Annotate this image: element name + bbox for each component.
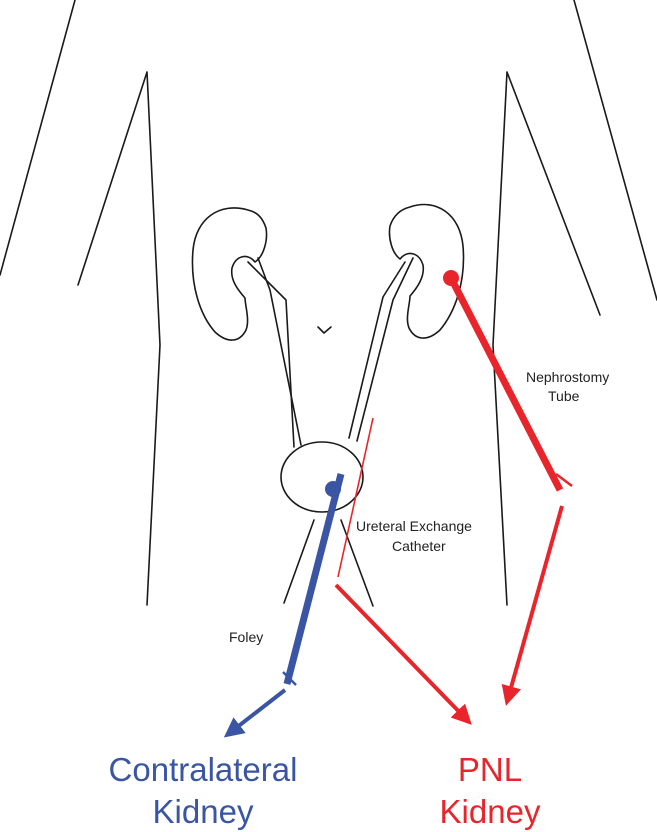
navel-mark bbox=[317, 326, 332, 334]
left-ureter-inner bbox=[356, 257, 414, 442]
urethra-left-line bbox=[283, 519, 315, 604]
ureteral-exchange-catheter-line bbox=[337, 417, 374, 578]
right-ureter-outer bbox=[247, 261, 295, 448]
right-kidney-shape bbox=[191, 207, 268, 341]
left-kidney-shape bbox=[388, 203, 465, 339]
nephrostomy-connector bbox=[555, 473, 573, 487]
nephrostomy-label-line1: Nephrostomy bbox=[526, 369, 609, 385]
nephrostomy-label-line2: Tube bbox=[548, 388, 580, 404]
foley-drain-arrow bbox=[223, 688, 287, 738]
foley-label: Foley bbox=[229, 629, 263, 645]
body-outline bbox=[0, 0, 657, 606]
left-ureter-outer bbox=[348, 261, 406, 439]
bladder-shape bbox=[280, 441, 364, 513]
left-pelvis-line bbox=[77, 71, 161, 606]
ureteral-drain-arrow bbox=[334, 583, 472, 725]
ureters bbox=[247, 257, 414, 448]
contralateral-label-line1: Contralateral bbox=[109, 751, 298, 788]
ureteral-label-line1: Ureteral Exchange bbox=[356, 518, 472, 534]
right-outer-torso-line bbox=[573, 0, 657, 301]
pnl-label-line1: PNL bbox=[458, 751, 522, 788]
right-ureter-inner bbox=[257, 257, 302, 446]
foley-connector bbox=[282, 671, 297, 686]
right-pelvis-line bbox=[492, 71, 601, 606]
nephrostomy-tube bbox=[443, 270, 573, 492]
foley-tube-line bbox=[283, 473, 345, 685]
urethra-right-line bbox=[340, 519, 374, 607]
ureteral-label-line2: Catheter bbox=[392, 538, 446, 554]
nephrostomy-drain-arrow bbox=[501, 505, 564, 706]
pnl-label-line2: Kidney bbox=[440, 793, 541, 830]
left-outer-torso-line bbox=[0, 0, 76, 276]
foley-catheter bbox=[282, 473, 345, 686]
contralateral-label-line2: Kidney bbox=[153, 793, 254, 830]
nephrostomy-tube-line bbox=[447, 276, 564, 492]
